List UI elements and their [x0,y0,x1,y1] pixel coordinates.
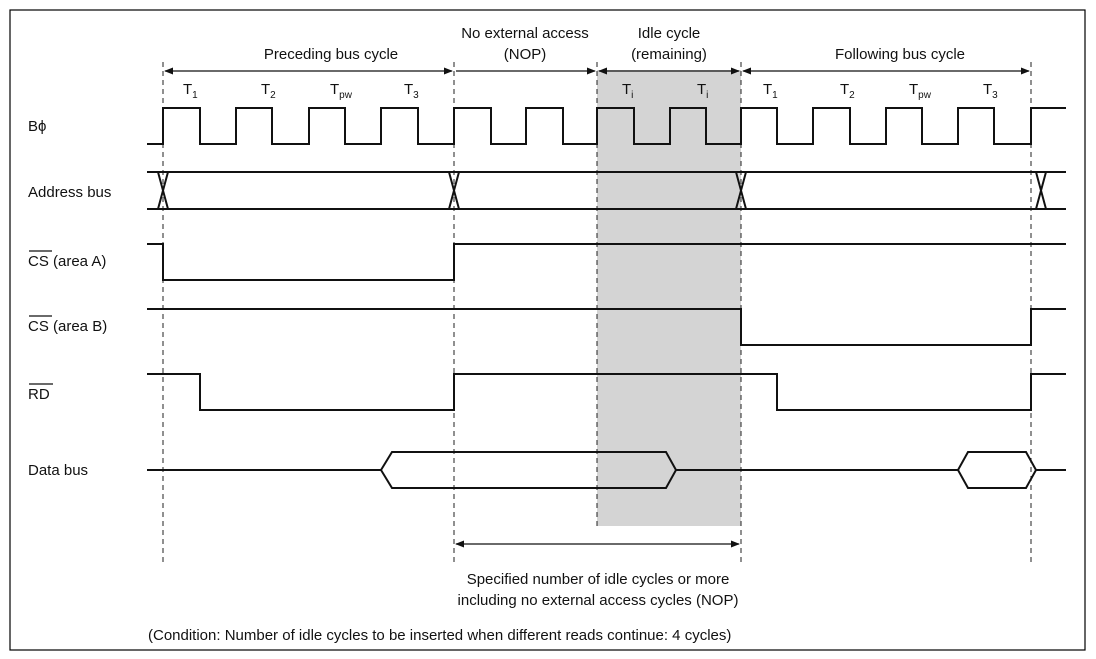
rd-waveform [147,373,1066,411]
svg-text:Tpw: Tpw [330,81,353,101]
svg-text:CS (area A): CS (area A) [28,253,106,270]
clock-waveform [147,107,1066,145]
state-label-0: T1 [183,81,198,101]
signal-label-cs-area-b: CS (area B) [28,315,107,335]
svg-text:T1: T1 [763,81,778,101]
signal-label-clock: Bϕ [28,118,46,135]
cs-area-a-waveform [147,243,1066,281]
signal-label-address-bus: Address bus [28,184,111,201]
signal-label-data-bus: Data bus [28,462,88,479]
svg-text:T3: T3 [983,81,998,101]
header-nop-line1: No external access [461,25,589,42]
state-label-5: Ti [697,81,708,101]
header-nop-line2: (NOP) [504,46,547,63]
svg-text:Ti: Ti [697,81,708,101]
header-idle-line1: Idle cycle [638,25,701,42]
idle-cycle-shading [597,70,741,526]
svg-text:T3: T3 [404,81,419,101]
svg-text:Ti: Ti [622,81,633,101]
header-following-cycle: Following bus cycle [835,46,965,63]
state-label-4: Ti [622,81,633,101]
data-bus-waveform [147,451,1066,489]
signal-label-cs-area-a: CS (area A) [28,250,106,270]
state-label-9: T3 [983,81,998,101]
header-idle-line2: (remaining) [631,46,707,63]
state-label-2: Tpw [330,81,353,101]
svg-text:T2: T2 [840,81,855,101]
svg-text:T2: T2 [261,81,276,101]
state-label-1: T2 [261,81,276,101]
signal-label-rd: RD [28,383,53,403]
state-label-8: Tpw [909,81,932,101]
svg-text:Tpw: Tpw [909,81,932,101]
header-preceding-cycle: Preceding bus cycle [264,46,398,63]
svg-text:T1: T1 [183,81,198,101]
spec-note-line2: including no external access cycles (NOP… [458,592,739,609]
svg-text:RD: RD [28,386,50,403]
svg-text:CS (area B): CS (area B) [28,318,107,335]
state-label-6: T1 [763,81,778,101]
address-bus-waveform [147,171,1066,210]
condition-note: (Condition: Number of idle cycles to be … [148,627,731,644]
state-label-7: T2 [840,81,855,101]
cs-area-b-waveform [147,308,1066,346]
state-label-3: T3 [404,81,419,101]
figure-frame [9,9,1086,651]
spec-note-line1: Specified number of idle cycles or more [467,571,730,588]
